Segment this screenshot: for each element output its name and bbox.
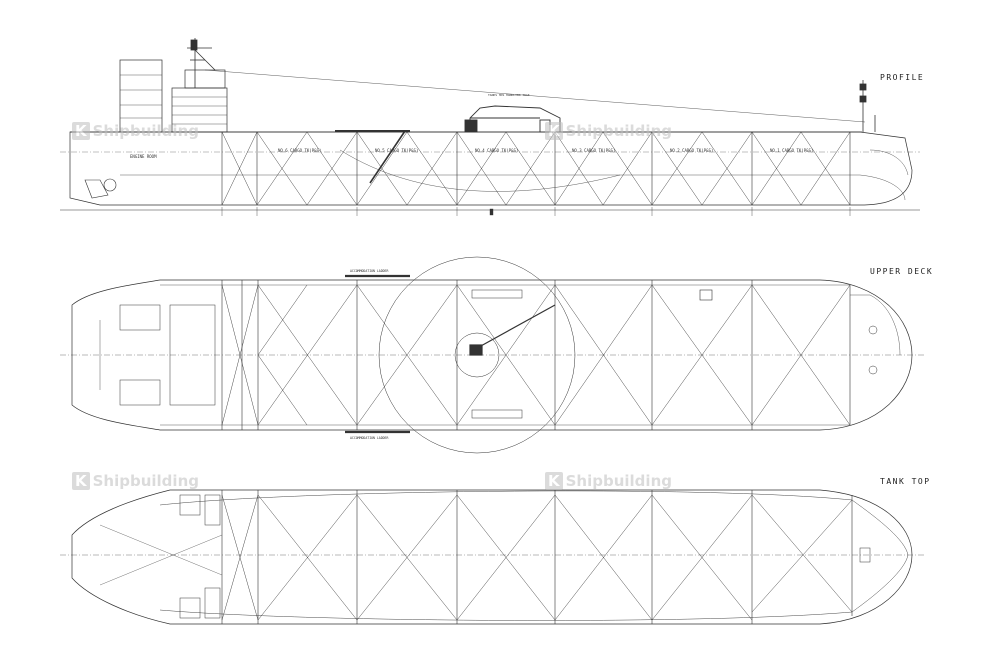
fore-mast [859,80,876,132]
crane-label: TANKS HOS HANDLING TRAK [488,93,530,97]
profile-bracing [221,131,851,206]
tank-top-bulkheads [221,490,853,624]
watermark-text: Shipbuilding [92,472,199,490]
cargo-hold-label: NO.6 CARGO TK(P&S) [278,148,321,153]
cargo-hold-label: NO.1 CARGO TK(P&S) [770,148,813,153]
propeller [103,178,117,192]
tank-top-bracing [99,494,853,621]
cargo-hold-label: NO.2 CARGO TK(P&S) [670,148,713,153]
stay-wire [204,69,866,123]
upper-deck-text: ACCOMMODATION LADDER ACCOMMODATION LADDE… [350,269,388,440]
hose-crane [464,105,561,133]
profile-view [60,38,920,211]
tank-top-hull-outline [71,489,913,625]
cargo-hold-label: NO.3 CARGO TK(P&S) [572,148,615,153]
engine-room-label: ENGINE ROOM [130,154,157,159]
watermark-logo-mark: K [72,122,90,140]
watermark-logo-mark: K [545,472,563,490]
profile-hull-outline [69,131,913,206]
watermark-logo-mark: K [545,122,563,140]
upper-deck-view [60,256,925,454]
rudder [84,179,109,199]
profile-text: ENGINE ROOM NO.6 CARGO TK(P&S) NO.5 CARG… [130,93,813,159]
profile-frame-ticks [221,207,851,216]
profile-bulkheads [221,132,851,205]
watermark-text: Shipbuilding [92,122,199,140]
upper-deck-bracing [221,284,851,426]
heli-marker [699,289,713,301]
accommodation-block [119,59,163,133]
crane-plan [469,304,556,356]
main-mast [187,38,216,88]
cargo-hold-label: NO.5 CARGO TK(P&S) [375,148,418,153]
cargo-hold-label: NO.4 CARGO TK(P&S) [475,148,518,153]
profile-view-title: PROFILE [880,73,925,82]
tank-top-view [60,489,925,625]
watermark-logo-mark: K [72,472,90,490]
gangway-profile [335,130,410,184]
funnel [184,69,226,89]
gangway-label-port: ACCOMMODATION LADDER [350,269,388,273]
watermark-text: Shipbuilding [565,472,672,490]
gangway-label-starboard: ACCOMMODATION LADDER [350,436,388,440]
watermark-text: Shipbuilding [565,122,672,140]
tank-top-view-title: TANK TOP [880,477,931,486]
crane-slewing-circle-inner [454,332,500,378]
profile-ramp-curve [339,149,621,192]
crane-slewing-circle-outer [378,256,576,454]
upper-deck-view-title: UPPER DECK [870,267,934,276]
